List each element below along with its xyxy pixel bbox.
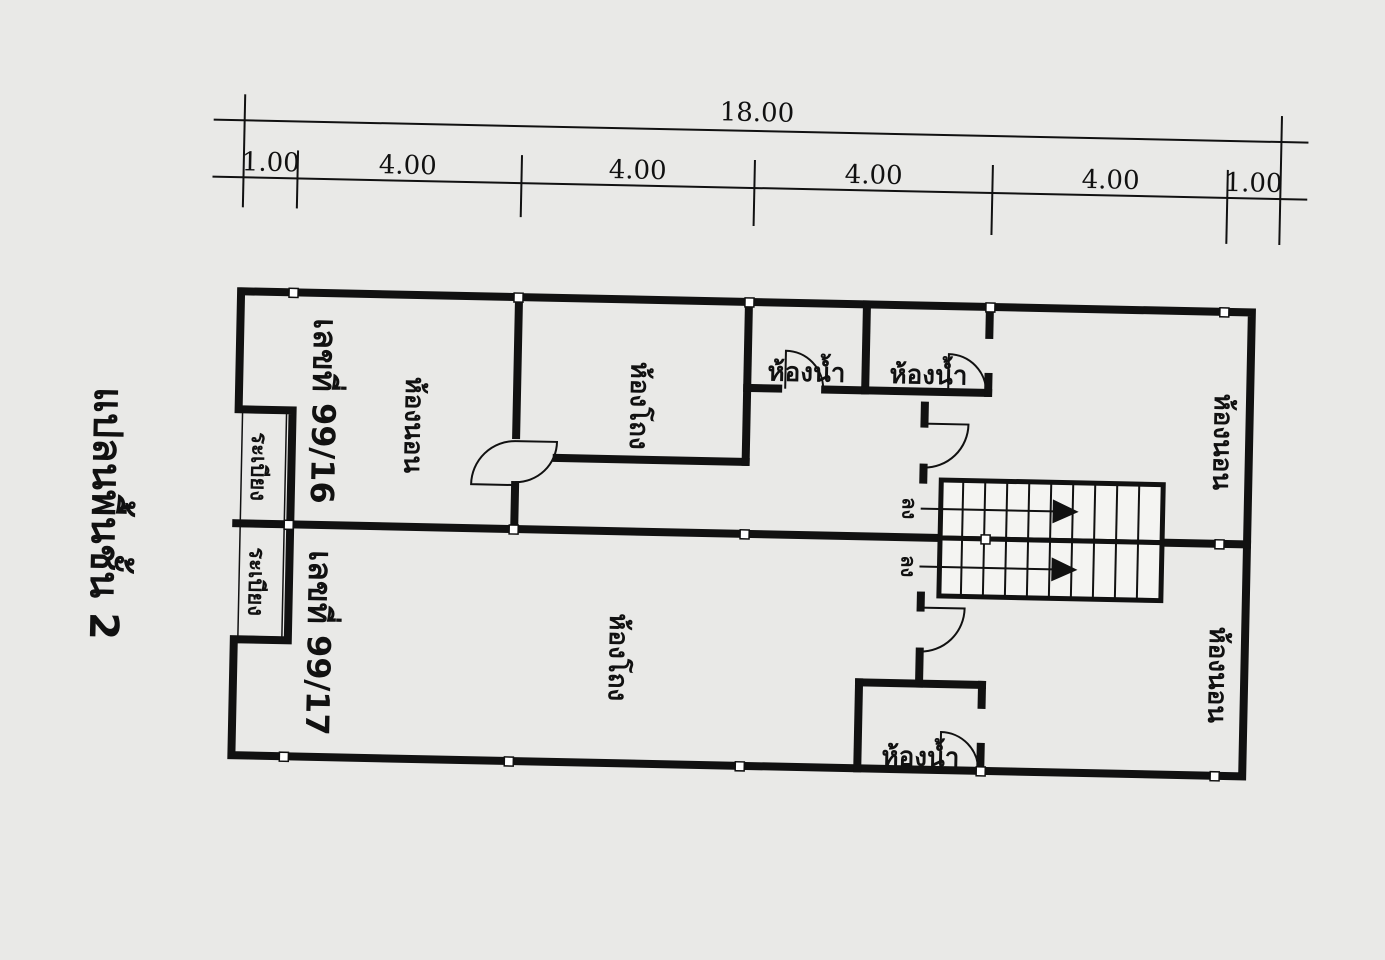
balcony-99-16: ระเบียง — [245, 432, 271, 501]
walls — [227, 287, 1256, 781]
room-bedroom-rear-99-17: ห้องนอน — [1201, 626, 1233, 723]
room-bedroom-rear-99-16: ห้องนอน — [1206, 393, 1238, 490]
unit-label-99-17: เลขที่ 99/17 — [298, 550, 344, 736]
room-hall-99-16: ห้องโถง — [623, 361, 657, 450]
room-bedroom-front-99-16: ห้องนอน — [397, 376, 429, 473]
columns — [278, 287, 1230, 782]
balcony-railings — [237, 410, 288, 638]
drawing-title: แปลนพื้นชั้น 2 — [80, 387, 138, 641]
dimension-lines — [212, 94, 1309, 246]
stair-unit-99-16 — [920, 477, 1166, 546]
unit-label-99-16: เลขที่ 99/16 — [303, 318, 349, 504]
dim-segment-1: 1.00 — [242, 147, 301, 178]
dim-segment-2: 4.00 — [379, 150, 438, 181]
stair-label-99-16: ลง — [897, 497, 921, 520]
dim-segment-6: 1.00 — [1224, 168, 1283, 199]
stair-unit-99-17 — [919, 535, 1165, 604]
room-bathroom-99-17: ห้องน้ำ — [881, 736, 960, 774]
room-hall-99-17: ห้องโถง — [602, 613, 636, 702]
balcony-99-17: ระเบียง — [242, 547, 268, 616]
dim-segment-3: 4.00 — [608, 155, 667, 186]
room-bathroom-2-99-16: ห้องน้ำ — [889, 354, 968, 392]
door-swings — [470, 349, 988, 771]
dim-segment-5: 4.00 — [1081, 165, 1140, 196]
plan-group: 18.00 1.00 4.00 4.00 4.00 4.00 1.00 — [80, 94, 1309, 782]
stair-label-99-17: ลง — [896, 555, 920, 578]
dim-segment-4: 4.00 — [844, 160, 903, 191]
dim-overall: 18.00 — [719, 97, 794, 129]
